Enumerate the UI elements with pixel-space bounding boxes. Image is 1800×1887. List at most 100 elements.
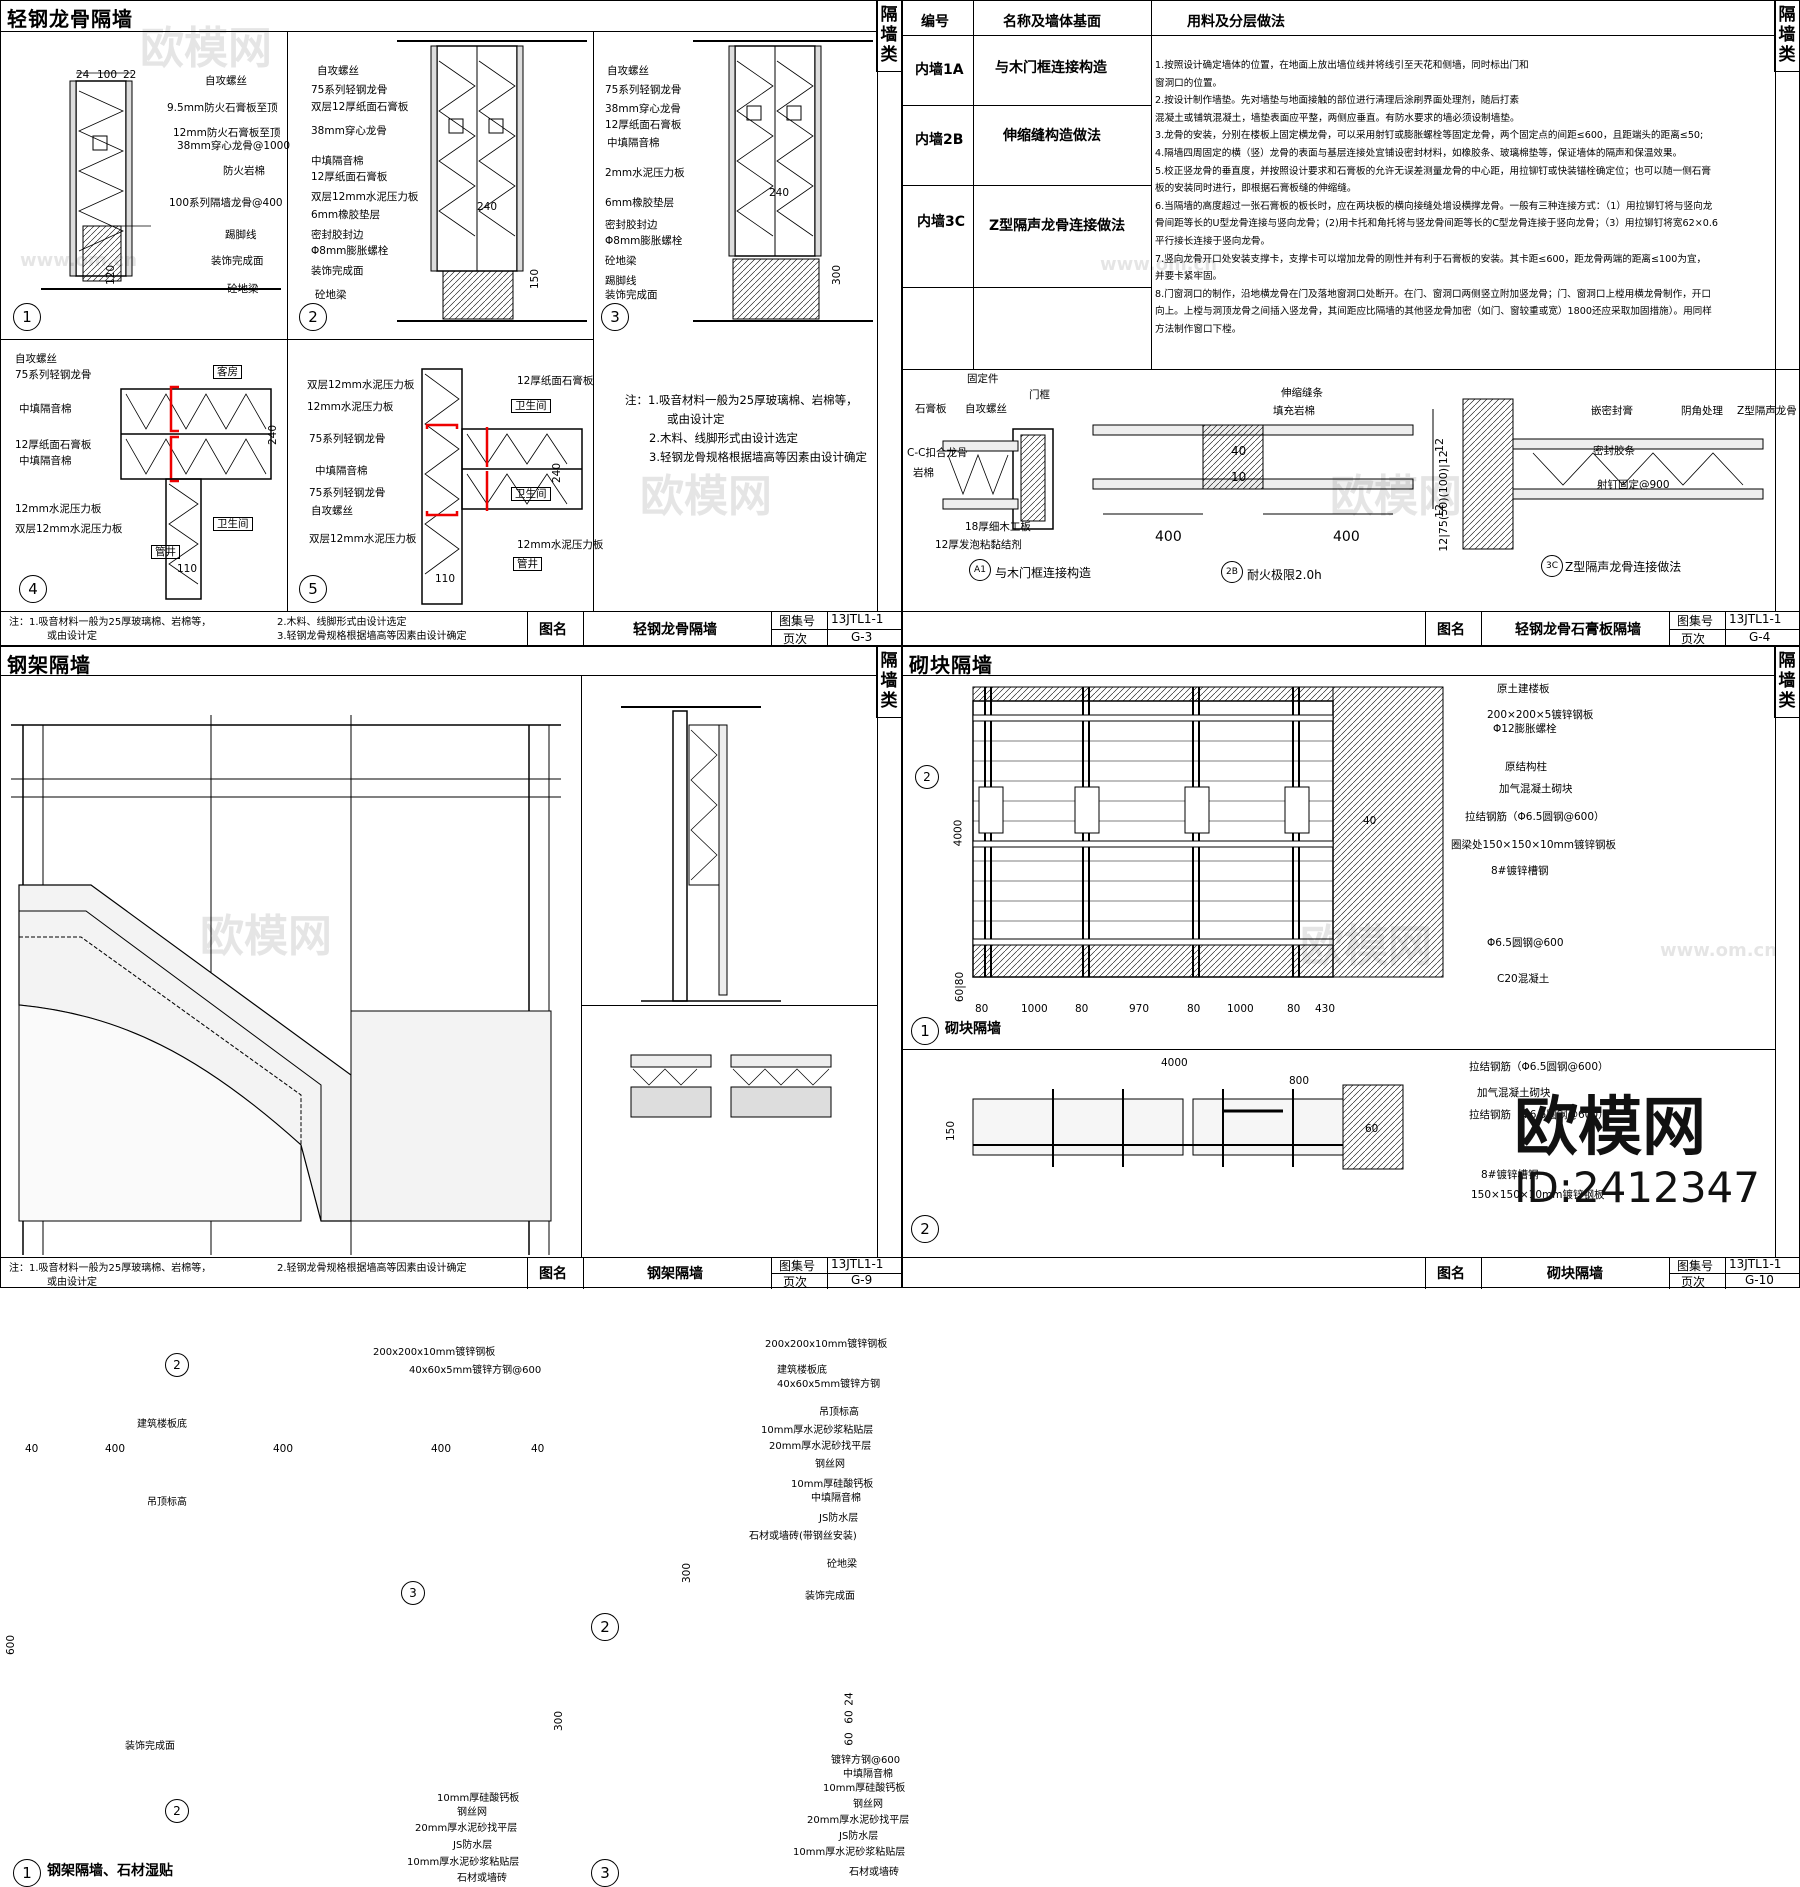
sf1-label: 10mm厚水泥砂浆粘贴层	[407, 1857, 520, 1868]
sf1-label: 装饰完成面	[125, 1741, 175, 1752]
d2-label: 双层12mm水泥压力板	[311, 191, 419, 203]
b1-dim: 1000	[1227, 1003, 1254, 1015]
row-code: 内墙1A	[915, 62, 964, 78]
sf3-label: 10mm厚水泥砂浆粘贴层	[793, 1847, 906, 1858]
b2-label: 8#镀锌槽钢	[1481, 1169, 1539, 1181]
2b-dim: 40	[1231, 444, 1247, 458]
b1-label: 加气混凝土砌块	[1499, 783, 1573, 795]
2b-dim: 10	[1231, 470, 1247, 484]
d4-label: 中填隔音棉	[19, 455, 72, 467]
tb-label: 图名	[1437, 622, 1465, 638]
sf3-label: 中填隔音棉	[843, 1769, 893, 1780]
method-line: 板的安装同时进行，即根据石膏板缝的伸缩缝。	[1155, 183, 1357, 195]
divider	[903, 105, 1151, 106]
method-line: 1.按照设计确定墙体的位置，在地面上放出墙位线并将线引至天花和侧墙，同时标出门和	[1155, 60, 1529, 71]
d4-label: 中填隔音棉	[19, 403, 72, 415]
detail-marker: 1	[13, 1859, 41, 1887]
method-line: 混凝土或铺筑混凝土，墙垫表面应平整，两侧应垂直。有防水要求的墙必须设制墙垫。	[1155, 112, 1520, 124]
3c-label: 嵌密封膏	[1591, 405, 1633, 417]
d1-dim: 24	[76, 69, 90, 81]
panel-block-partition: 砌块隔墙 隔墙类 原土建楼板 200×200×5镀锌钢板	[902, 646, 1800, 1289]
note-line: 3.轻钢龙骨规格根据墙高等因素由设计确定	[649, 450, 867, 464]
method-line: 2.按设计制作墙垫。先对墙垫与地面接触的部位进行清理后涂刷界面处理剂，随后打素	[1155, 95, 1520, 107]
d3-dim: 300	[831, 264, 844, 286]
divider	[287, 31, 288, 611]
panel-light-steel-partition: 轻钢龙骨隔墙 隔墙类 24 100 22 120 自攻螺丝 9.5mm防火石膏板…	[0, 0, 902, 647]
row-code: 内墙3C	[917, 214, 966, 230]
d1-label: 自攻螺丝	[205, 75, 247, 87]
room-tag: 卫生间	[511, 487, 551, 501]
method-line: 骨间距等长的U型龙骨连接与竖向龙骨；(2)用卡托和角托将与竖龙骨间距等长的C型龙…	[1155, 218, 1718, 230]
d3-label: 砼地梁	[605, 255, 637, 267]
watermark-site: www.om.cn	[20, 250, 138, 271]
detail-1-block-wall	[972, 686, 1444, 978]
2b-dim: 400	[1333, 529, 1360, 545]
detail-marker: 2	[591, 1613, 619, 1641]
room-tag: 管井	[513, 557, 542, 571]
sf1-dim: 400	[273, 1443, 294, 1455]
b1-dim: 430	[1315, 1003, 1336, 1015]
divider	[903, 1049, 1775, 1050]
sf3-dim: 24	[843, 1692, 856, 1706]
d1-label: 9.5mm防火石膏板至顶	[167, 102, 278, 114]
logo-text: 欧模网	[1514, 1091, 1707, 1165]
detail-marker: 1	[13, 303, 41, 331]
d5-label: 双层12mm水泥压力板	[307, 379, 415, 391]
a1-label: C-C扣合龙骨	[907, 447, 968, 459]
sf1-label: 吊顶标高	[147, 1497, 187, 1508]
sf3-label: 钢丝网	[853, 1799, 883, 1810]
tb-page: G-4	[1749, 630, 1771, 644]
tb-label: 图名	[539, 622, 567, 638]
b2-label: 拉结钢筋（Φ6.5圆钢@600）	[1469, 1061, 1609, 1073]
divider	[903, 611, 1799, 612]
sf1-label: 石材或墙砖	[457, 1873, 507, 1884]
watermark-site: www.om.cn	[1660, 940, 1778, 961]
side-tag: 隔墙类	[1774, 1, 1799, 72]
d5-label: 12厚纸面石膏板	[517, 375, 594, 387]
brand-logo: 欧模网 ID:2412347	[1514, 1091, 1760, 1218]
divider	[771, 1273, 901, 1274]
b1-dim: 1000	[1021, 1003, 1048, 1015]
footer-note: 注：1.吸音材料一般为25厚玻璃棉、岩棉等，	[9, 1263, 212, 1274]
divider	[1425, 1257, 1426, 1289]
method-line: 并要卡紧牢固。	[1155, 271, 1223, 283]
divider	[593, 31, 594, 611]
3c-label: 密封胶条	[1593, 445, 1635, 457]
2b-label: 伸缩缝条	[1281, 387, 1323, 399]
detail-2-steel-frame-section	[621, 706, 781, 1002]
tb-setno-label: 图集号	[1677, 1259, 1714, 1273]
detail-marker: 2	[911, 1215, 939, 1243]
divider	[1151, 1, 1152, 369]
d4-label: 自攻螺丝	[15, 353, 57, 365]
detail-marker: 3	[591, 1859, 619, 1887]
a1-label: 门框	[1029, 389, 1050, 401]
divider	[1669, 629, 1799, 630]
b1-dim: 970	[1129, 1003, 1150, 1015]
divider	[903, 675, 1775, 676]
d4-label: 75系列轻钢龙骨	[15, 369, 92, 381]
divider	[1, 1257, 901, 1258]
b2-label: 加气混凝土砌块	[1477, 1087, 1551, 1099]
d3-label: Φ8mm膨胀螺栓	[605, 235, 683, 247]
2b-dim: 400	[1155, 529, 1182, 545]
sf1-dim: 400	[431, 1443, 452, 1455]
sf1-label: 钢丝网	[457, 1807, 487, 1818]
detail-marker: 3C	[1541, 555, 1563, 577]
section-marker: 2	[165, 1353, 189, 1377]
b1-label: 原土建楼板	[1497, 683, 1550, 695]
sf2-label: 钢丝网	[815, 1459, 845, 1470]
detail-marker: A1	[969, 559, 991, 581]
room-tag: 卫生间	[511, 399, 551, 413]
detail-marker: 5	[299, 575, 327, 603]
a1-caption: 与木门框连接构造	[995, 566, 1092, 580]
sf1-label: JS防水层	[453, 1840, 493, 1851]
sf1-dim: 400	[105, 1443, 126, 1455]
b1-side-dim: 40	[1363, 815, 1377, 827]
detail-2-block-plan	[972, 1084, 1404, 1170]
divider	[903, 287, 1151, 288]
detail-marker: 3	[601, 303, 629, 331]
watermark-brand: 欧模网	[200, 911, 332, 962]
panel-title: 轻钢龙骨隔墙	[7, 7, 133, 31]
tb-page: G-9	[851, 1273, 873, 1287]
logo-id: ID:2412347	[1514, 1163, 1760, 1212]
